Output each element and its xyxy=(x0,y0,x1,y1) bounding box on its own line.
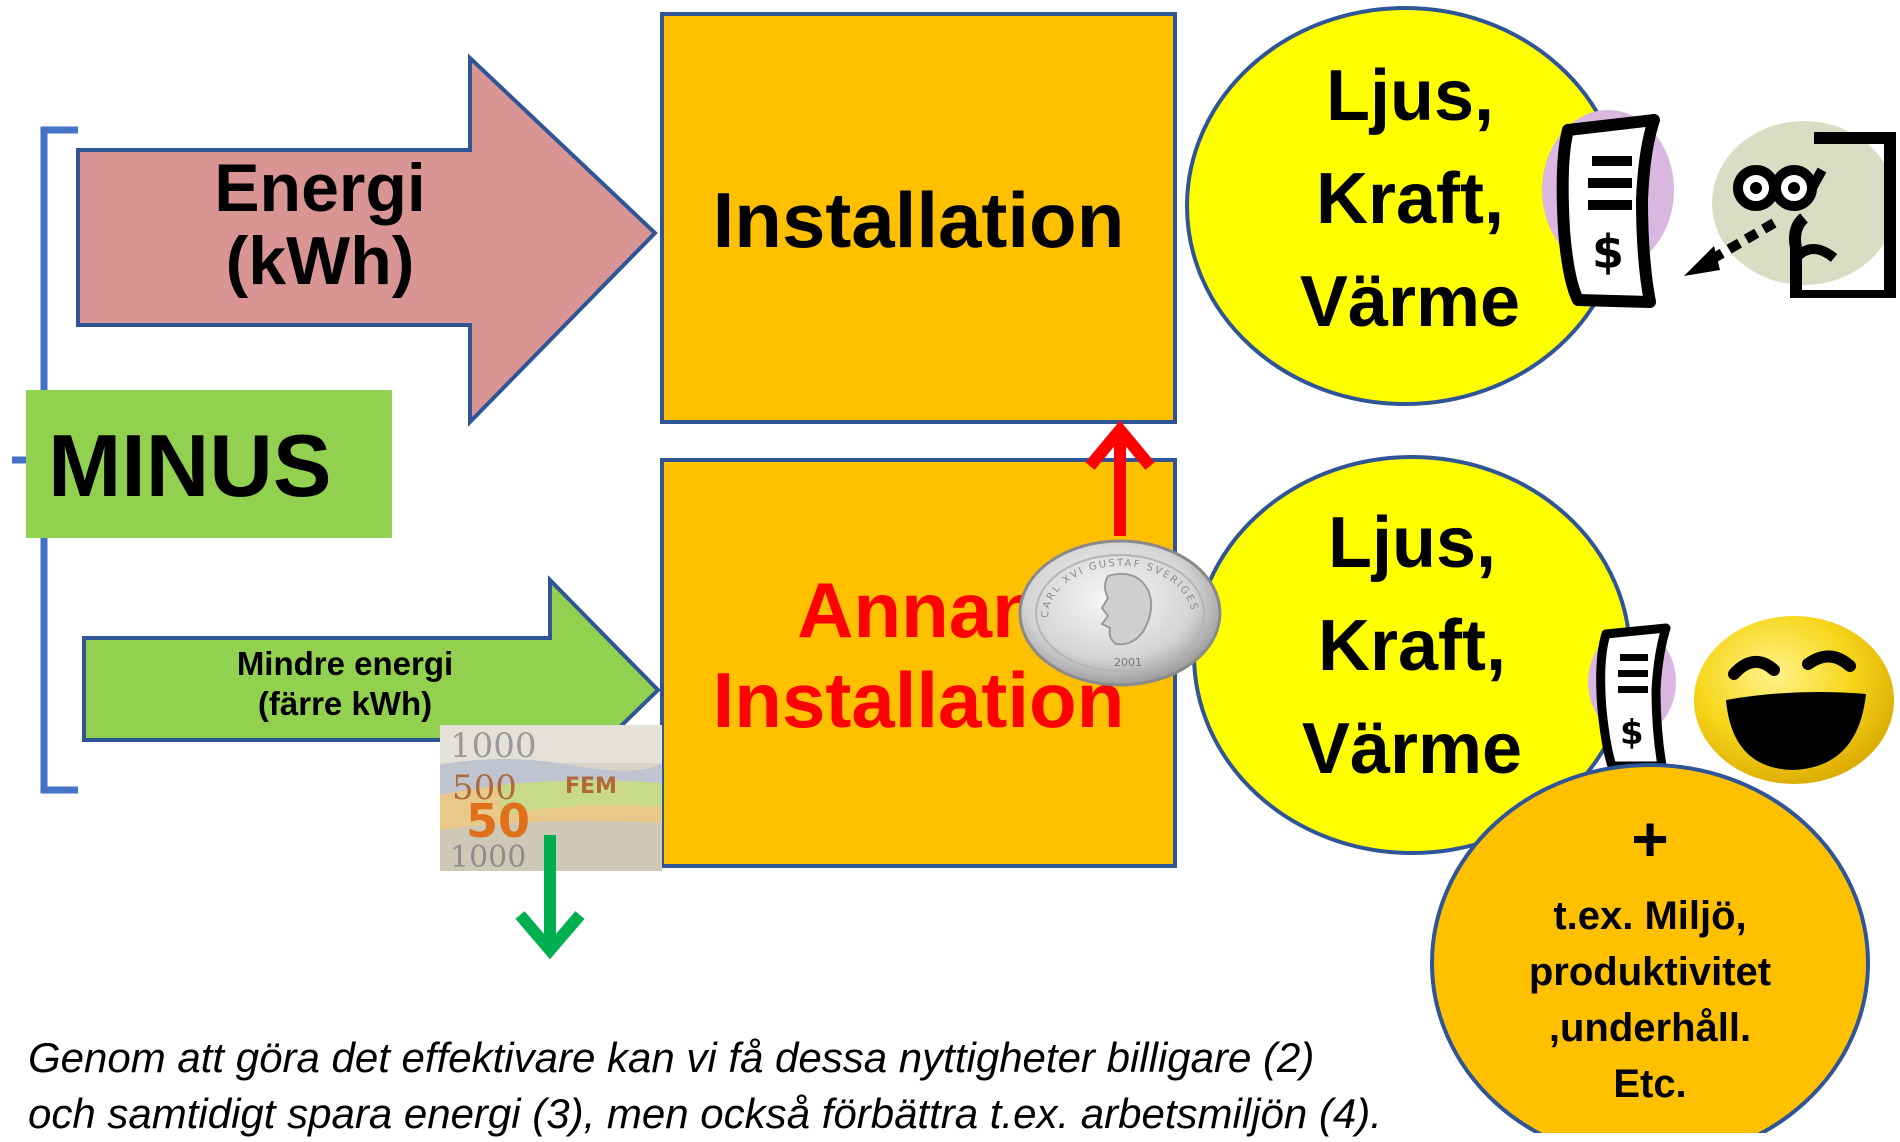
bill-icon-small: $ xyxy=(1588,623,1676,770)
caption-line1: Genom att göra det effektivare kan vi få… xyxy=(28,1034,1315,1081)
top-circle-line2: Kraft, xyxy=(1315,159,1504,239)
banknote-1000-bottom: 1000 xyxy=(450,840,526,871)
bottom-circle-line1: Ljus, xyxy=(1327,503,1496,583)
top-circle-text: Ljus, Kraft, Värme xyxy=(1260,45,1560,354)
top-circle-line1: Ljus, xyxy=(1325,56,1494,136)
caption-line2: och samtidigt spara energi (3), men ocks… xyxy=(28,1090,1382,1137)
bill-icon: $ xyxy=(1542,110,1674,308)
banknote-50: 50 xyxy=(466,794,530,848)
minus-label: MINUS xyxy=(48,416,332,515)
other-installation-line1: Annan xyxy=(797,566,1040,654)
energy-arrow-label: Energi (kWh) xyxy=(150,150,490,300)
bill-dollar: $ xyxy=(1592,225,1624,279)
extra-line2: produktivitet xyxy=(1528,950,1772,994)
extra-line1: t.ex. Miljö, xyxy=(1553,894,1747,938)
energy-arrow xyxy=(76,53,658,427)
laughing-face-icon xyxy=(1694,616,1894,784)
extra-benefits-text: + t.ex. Miljö, produktivitet ,underhåll.… xyxy=(1460,800,1840,1112)
less-energy-label-line2: (färre kWh) xyxy=(257,685,433,722)
bottom-circle-text: Ljus, Kraft, Värme xyxy=(1262,492,1562,801)
caption: Genom att göra det effektivare kan vi få… xyxy=(28,1030,1528,1142)
bottom-circle-line2: Kraft, xyxy=(1317,606,1506,686)
banknote-500: 500 xyxy=(452,768,517,808)
red-up-arrow xyxy=(1085,420,1155,536)
coin-icon: 2001 CARL XVI GUSTAF SVERIGES KONUNG xyxy=(1016,538,1222,687)
extra-line4: Etc. xyxy=(1613,1062,1687,1106)
green-down-arrow xyxy=(515,835,585,960)
less-energy-label-line1: Mindre energi xyxy=(236,645,454,682)
other-installation-label: Annan Installation xyxy=(665,565,1172,745)
top-circle-line3: Värme xyxy=(1299,262,1521,342)
extra-line3: ,underhåll. xyxy=(1548,1006,1752,1050)
less-energy-arrow-label: Mindre energi (färre kWh) xyxy=(190,644,500,724)
minus-label-box xyxy=(26,390,392,538)
banknote-1000-top: 1000 xyxy=(450,726,537,766)
coin-year: 2001 xyxy=(1114,656,1142,669)
installation-label: Installation xyxy=(712,176,1125,264)
banknotes-image: 1000 500 FEM 50 1000 xyxy=(440,725,662,871)
extra-plus: + xyxy=(1631,803,1669,875)
bill-dollar-small: $ xyxy=(1620,713,1644,753)
energy-label-line1: Energi xyxy=(214,150,426,226)
installation-box xyxy=(660,12,1177,424)
bottom-circle-line3: Värme xyxy=(1301,709,1523,789)
banknote-fem: FEM xyxy=(565,774,617,799)
other-installation-line2: Installation xyxy=(712,656,1125,744)
energy-label-line2: (kWh) xyxy=(225,223,415,300)
face-icon xyxy=(1684,121,1896,298)
